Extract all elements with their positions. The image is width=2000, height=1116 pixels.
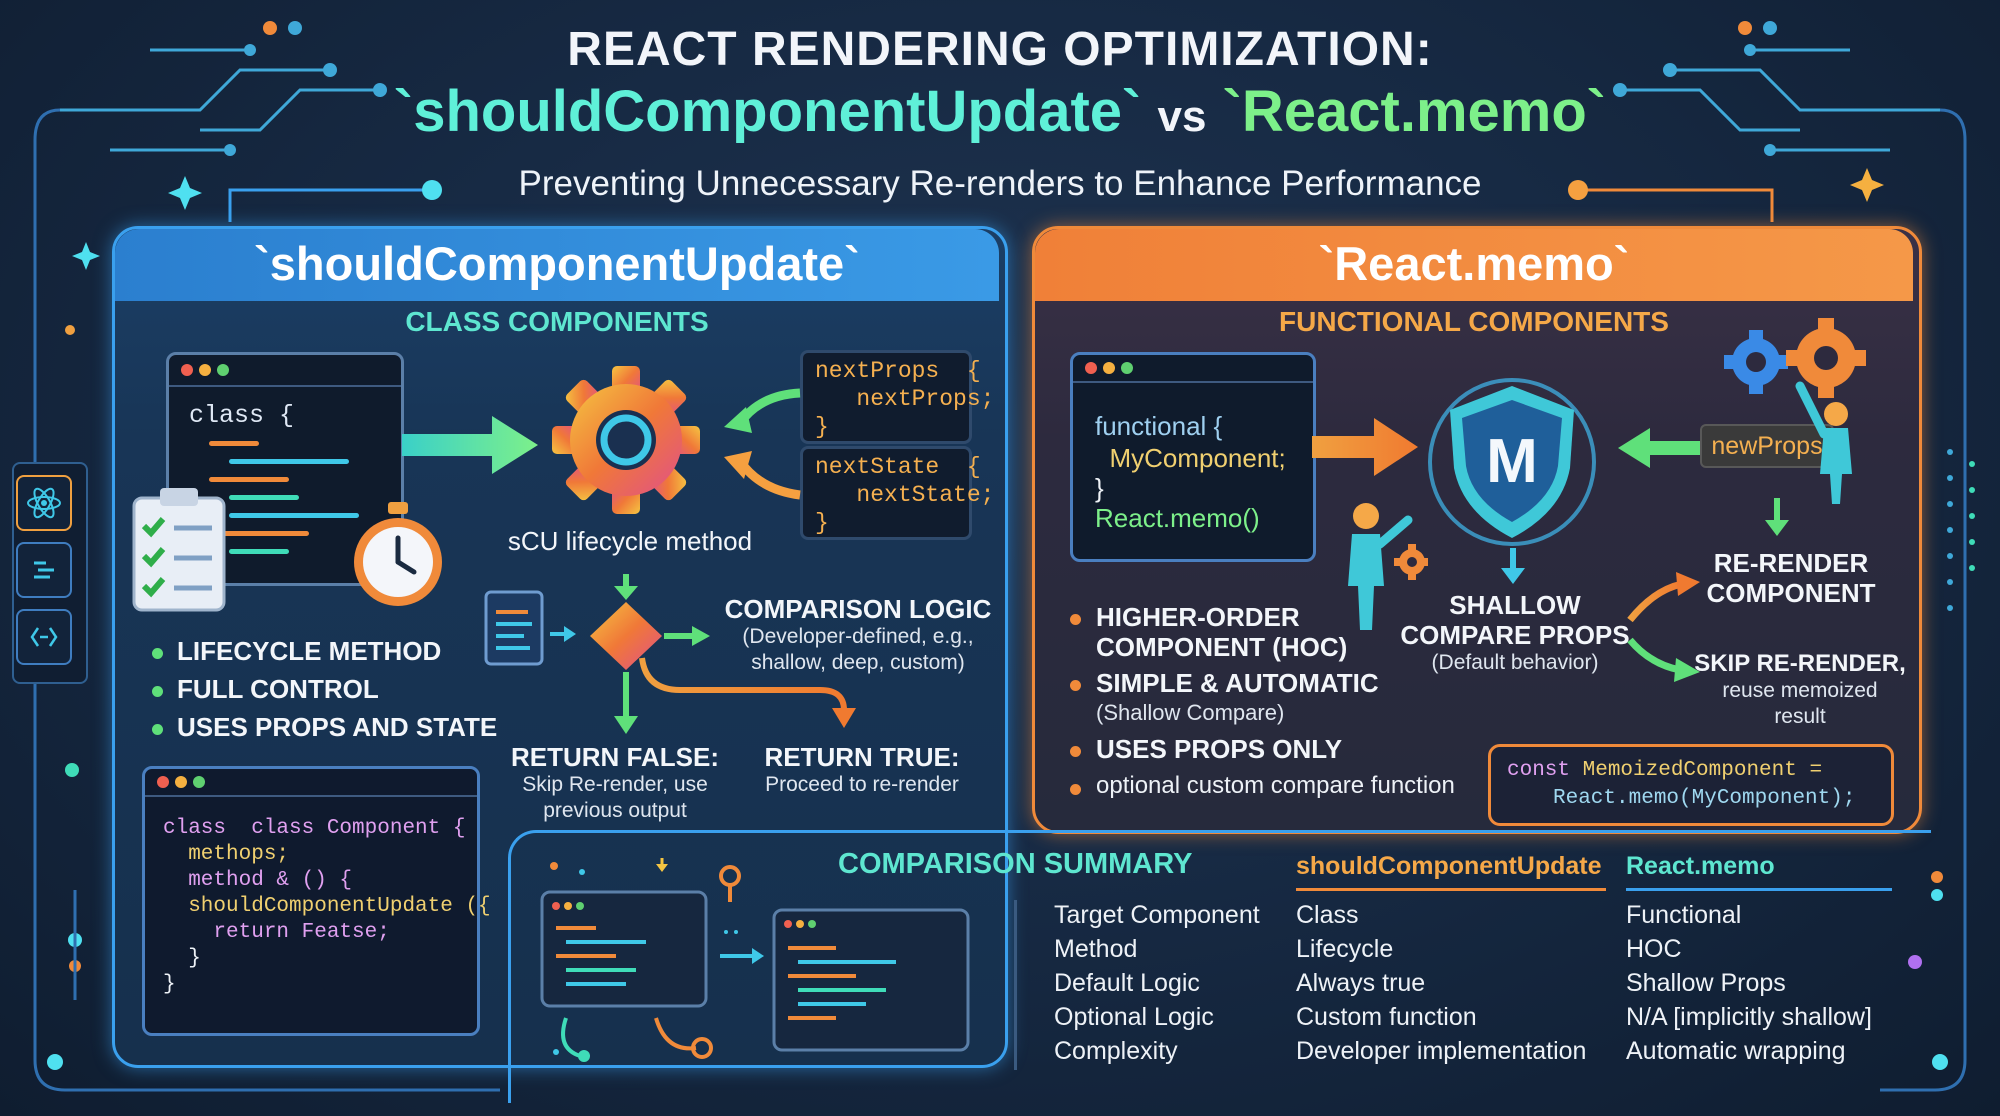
memo-bullet-item: optional custom compare function bbox=[1070, 772, 1470, 808]
arrow-newprops-to-shield bbox=[1618, 428, 1704, 468]
summary-cell-scu: Class bbox=[1296, 901, 1359, 929]
memo-code-line2: React.memo(MyComponent); bbox=[1553, 787, 1856, 810]
main-title: REACT RENDERING OPTIMIZATION: bbox=[567, 23, 1433, 76]
new-props-badge: newProps bbox=[1700, 424, 1834, 468]
memo-header-bar bbox=[1035, 229, 1913, 301]
summary-cell-memo: Shallow Props bbox=[1626, 969, 1786, 997]
skip-rerender-title: SKIP RE-RENDER, bbox=[1694, 650, 1906, 677]
next-props-text: nextProps { nextProps; } bbox=[815, 358, 995, 440]
memo-code-line1: const MemoizedComponent = bbox=[1507, 759, 1823, 782]
memo-code-box: const MemoizedComponent = React.memo(MyC… bbox=[1488, 744, 1894, 826]
summary-cell-memo: HOC bbox=[1626, 935, 1682, 963]
next-state-text: nextState { nextState; } bbox=[815, 454, 995, 536]
gears-person-icon bbox=[1724, 318, 1866, 504]
scu-bullet-list: LIFECYCLE METHOD FULL CONTROL USES PROPS… bbox=[152, 636, 497, 750]
summary-cell-label: Complexity bbox=[1054, 1037, 1178, 1065]
summary-cell-scu: Always true bbox=[1296, 969, 1426, 997]
summary-col-scu: shouldComponentUpdate bbox=[1296, 852, 1602, 880]
summary-cell-label: Default Logic bbox=[1054, 969, 1200, 997]
functional-code-line: } bbox=[1095, 473, 1104, 503]
next-props-box: nextProps { nextProps; } bbox=[800, 350, 994, 444]
return-true-desc: Proceed to re-render bbox=[765, 773, 959, 796]
scu-subheader: CLASS COMPONENTS bbox=[405, 306, 709, 337]
subtitle: Preventing Unnecessary Re-renders to Enh… bbox=[518, 164, 1482, 203]
functional-code-line: MyComponent; bbox=[1095, 443, 1286, 473]
scu-bullet-item: FULL CONTROL bbox=[152, 674, 497, 712]
return-false-title: RETURN FALSE: bbox=[511, 742, 719, 772]
summary-cell-memo: Automatic wrapping bbox=[1626, 1037, 1846, 1065]
title-memo: `React.memo` bbox=[1222, 79, 1607, 144]
comparison-summary-frame bbox=[508, 830, 1931, 1103]
scu-bullet-item: LIFECYCLE METHOD bbox=[152, 636, 497, 674]
summary-cell-memo: Functional bbox=[1626, 901, 1742, 929]
shield-letter: M bbox=[1486, 427, 1538, 496]
list-icon[interactable] bbox=[16, 542, 72, 598]
summary-cell-scu: Lifecycle bbox=[1296, 935, 1394, 963]
title-vs: vs bbox=[1157, 92, 1207, 141]
code-bracket-icon[interactable] bbox=[16, 609, 72, 665]
scu-code-snippet: class class Component { methops; method … bbox=[142, 766, 491, 1036]
snippet-line: methops; bbox=[163, 843, 290, 866]
memo-shield-icon: M bbox=[1428, 378, 1596, 546]
branch-arrows bbox=[1627, 572, 1700, 682]
return-false-desc: Skip Re-render, use previous output bbox=[522, 773, 708, 822]
functional-code-line: functional { bbox=[1095, 411, 1223, 441]
summary-cell-label: Optional Logic bbox=[1054, 1003, 1214, 1031]
developer-person-icon bbox=[1348, 503, 1428, 630]
snippet-line: method & () { bbox=[163, 869, 353, 892]
memo-bullet-list: HIGHER-ORDER COMPONENT (HOC) SIMPLE & AU… bbox=[1070, 602, 1470, 808]
return-true-title: RETURN TRUE: bbox=[764, 742, 960, 772]
decision-flow bbox=[484, 574, 856, 734]
summary-col-memo: React.memo bbox=[1626, 852, 1775, 880]
snippet-line: class class Component { bbox=[163, 817, 466, 840]
memo-header: `React.memo` bbox=[1318, 237, 1630, 290]
scu-header-bar bbox=[115, 229, 999, 301]
title-comparison: `shouldComponentUpdate` vs `React.memo` bbox=[0, 78, 2000, 145]
summary-cell-memo: N/A [implicitly shallow] bbox=[1626, 1003, 1872, 1031]
class-keyword: class { bbox=[189, 401, 295, 430]
summary-cell-scu: Developer implementation bbox=[1296, 1037, 1587, 1065]
next-state-box: nextState { nextState; } bbox=[800, 446, 994, 540]
props-state-arrows bbox=[724, 388, 801, 500]
title-scu: `shouldComponentUpdate` bbox=[393, 79, 1142, 144]
arrow-shield-to-compare bbox=[1501, 548, 1525, 584]
skip-rerender-desc: reuse memoized result bbox=[1722, 679, 1878, 728]
scu-gear-icon bbox=[552, 366, 700, 514]
arrow-code-to-gear bbox=[402, 416, 538, 474]
arrow-code-to-shield bbox=[1312, 418, 1418, 476]
memo-subheader: FUNCTIONAL COMPONENTS bbox=[1279, 306, 1669, 337]
snippet-line: shouldComponentUpdate ({ bbox=[163, 895, 491, 918]
functional-code-line: React.memo() bbox=[1095, 503, 1260, 533]
summary-cell-label: Method bbox=[1054, 935, 1138, 963]
snippet-line: } bbox=[163, 947, 201, 970]
summary-illustration bbox=[540, 858, 970, 1062]
memo-bullet-item: HIGHER-ORDER COMPONENT (HOC) bbox=[1070, 602, 1470, 668]
functional-code-window: functional { MyComponent; } React.memo() bbox=[1070, 352, 1316, 562]
scu-bullet-item: USES PROPS AND STATE bbox=[152, 712, 497, 750]
summary-divider bbox=[1014, 900, 1017, 1070]
summary-cell-label: Target Component bbox=[1054, 901, 1260, 929]
comparison-logic-desc: (Developer-defined, e.g., shallow, deep,… bbox=[742, 625, 974, 674]
checklist-clipboard-icon bbox=[132, 488, 226, 612]
comparison-logic-title: COMPARISON LOGIC bbox=[724, 594, 992, 624]
scu-header: `shouldComponentUpdate` bbox=[254, 237, 860, 290]
shallow-compare-title: SHALLOW COMPARE PROPS bbox=[1400, 590, 1630, 650]
memo-col-underline bbox=[1626, 888, 1892, 891]
summary-cell-scu: Custom function bbox=[1296, 1003, 1477, 1031]
react-atom-icon[interactable] bbox=[16, 475, 72, 531]
memo-bullet-item: SIMPLE & AUTOMATIC (Shallow Compare) bbox=[1070, 668, 1470, 734]
shallow-compare-desc: (Default behavior) bbox=[1431, 651, 1599, 674]
snippet-line: return Featse; bbox=[163, 921, 390, 944]
memo-bullet-item: USES PROPS ONLY bbox=[1070, 734, 1470, 772]
stopwatch-icon bbox=[354, 502, 442, 606]
snippet-line: } bbox=[163, 973, 176, 996]
arrow-down-to-rerender bbox=[1765, 498, 1789, 536]
scu-col-underline bbox=[1296, 888, 1606, 891]
rerender-label: RE-RENDER COMPONENT bbox=[1706, 548, 1876, 608]
gear-label: sCU lifecycle method bbox=[507, 526, 753, 556]
summary-title: COMPARISON SUMMARY bbox=[838, 848, 1193, 880]
